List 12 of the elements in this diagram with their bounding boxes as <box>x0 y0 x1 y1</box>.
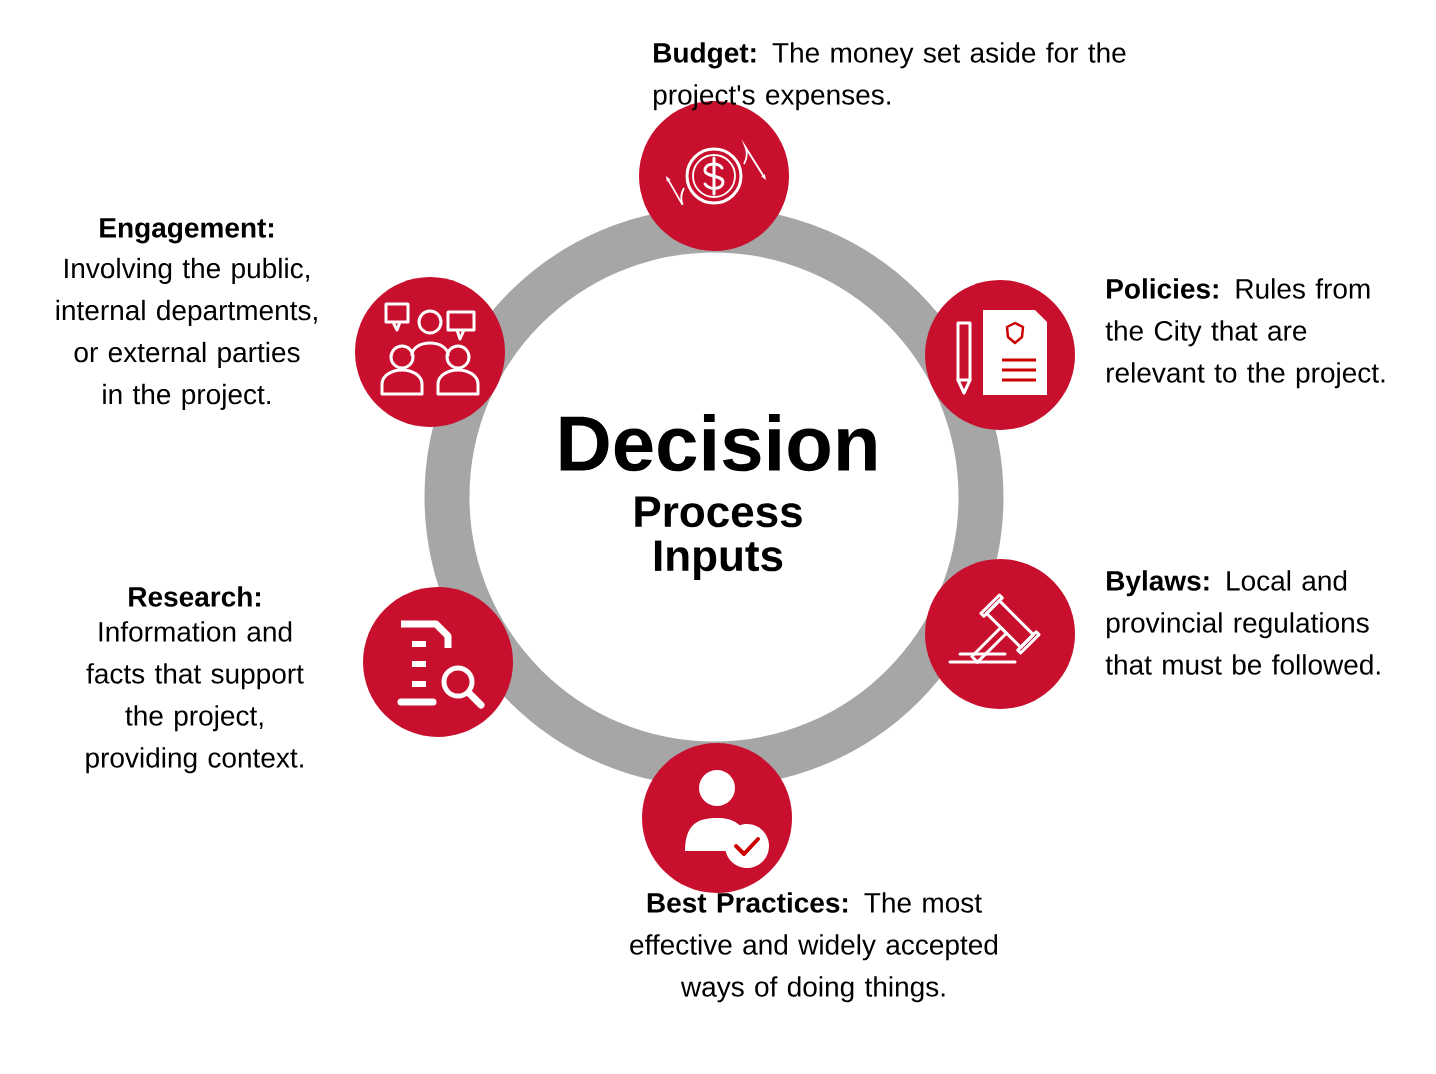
description-heading: Research: <box>129 586 260 607</box>
description-text: Policies: Rules from the City that are relevant to the project. <box>1105 278 1385 389</box>
description-text: Best Practices: The most effective and widely accepted ways of doing things. <box>630 892 998 1003</box>
icon-circle <box>355 277 505 427</box>
description-text: Bylaws: Local and provincial regulations that must be followed. <box>1105 570 1380 675</box>
description-text: Involving the public, internal departments, or external parties in the project. <box>56 257 317 410</box>
description-text: Budget: The money set aside for the project's expenses. <box>654 42 1126 111</box>
ring: Decision Process Inputs <box>424 207 1004 787</box>
description-text: Information and facts that support the project, providing context. <box>86 621 304 774</box>
icon-circle <box>925 559 1075 709</box>
description-heading: Engagement: <box>100 218 273 244</box>
icon-circle <box>363 587 513 737</box>
